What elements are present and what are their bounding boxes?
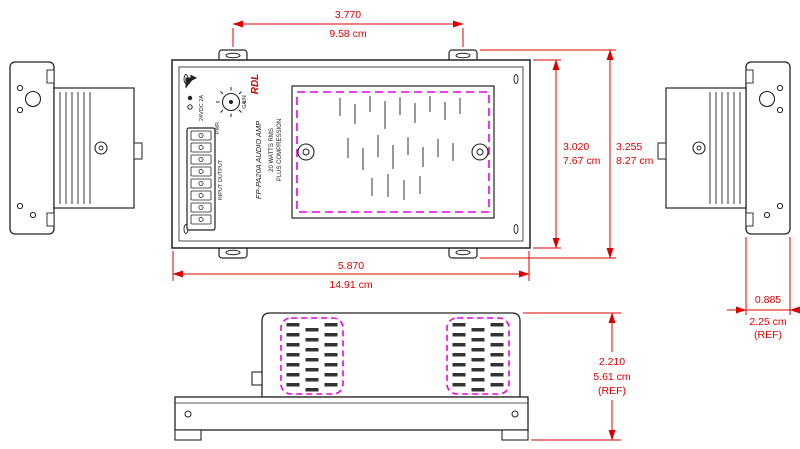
base-screw xyxy=(184,410,192,418)
side-tab xyxy=(133,142,143,160)
cover-hatching xyxy=(339,96,461,200)
side-tab xyxy=(657,142,667,160)
plate-notch xyxy=(745,212,754,227)
panel-io-label: INPUT OUTPUT xyxy=(218,159,224,200)
plate-hole xyxy=(776,106,784,114)
side-screw xyxy=(94,141,108,155)
tab-slot xyxy=(455,52,471,59)
cover-screw xyxy=(471,143,489,161)
panel-gain-label: GAIN xyxy=(242,95,248,108)
panel-pwr-label: PWR xyxy=(215,122,221,134)
status-led xyxy=(187,104,193,110)
model-label: FP-PA20A AUDIO AMP xyxy=(254,121,263,199)
plate-notch xyxy=(46,69,55,84)
cover-screw xyxy=(297,143,315,161)
dim-bracket-depth-in: 0.885 xyxy=(755,294,781,306)
base-screw xyxy=(511,410,519,418)
right-end-view xyxy=(657,61,791,235)
heatsink-fins xyxy=(59,92,91,204)
spec-line-1: 20 WATTS RMS xyxy=(269,128,275,172)
dim-tab-spacing-in: 3.770 xyxy=(335,9,361,21)
plate-hole xyxy=(29,211,37,219)
connector-nub xyxy=(251,371,263,386)
dimension-bracket-depth xyxy=(727,237,800,315)
foot xyxy=(174,429,202,441)
dim-overall-height-cm: 8.27 cm xyxy=(616,155,654,167)
dim-tab-spacing-cm: 9.58 cm xyxy=(329,28,367,40)
foot xyxy=(501,429,529,441)
left-end-view xyxy=(9,61,143,235)
plate-hole xyxy=(763,211,771,219)
brand-logo: RDL xyxy=(250,74,261,95)
plate-hole-large xyxy=(24,90,42,108)
vent-outline xyxy=(446,317,510,395)
heatsink-fins xyxy=(709,92,741,204)
tab-slot xyxy=(455,249,471,256)
dim-bracket-depth-ref: (REF) xyxy=(754,329,782,341)
power-led xyxy=(187,95,193,101)
plate-hole xyxy=(16,84,24,92)
mounting-tabs xyxy=(218,49,478,259)
cover-plate xyxy=(291,85,495,219)
top-view: 24VDC 2A PWR GAIN INPUT OUTPUT RDL FP-PA… xyxy=(171,49,531,259)
dimension-tab-spacing xyxy=(232,20,464,47)
plate-hole xyxy=(776,84,784,92)
spec-line-2: PLUS COMPRESSION xyxy=(277,119,283,181)
dim-bracket-depth-cm: 2.25 cm xyxy=(749,316,787,328)
plate-hole xyxy=(16,106,24,114)
dim-overall-height-in: 3.255 xyxy=(616,141,642,153)
edge-slot xyxy=(513,74,519,84)
mounting-plate xyxy=(745,61,791,235)
panel-power-label: 24VDC 2A xyxy=(199,95,205,121)
dimension-overall-height xyxy=(480,49,616,259)
plate-notch xyxy=(745,69,754,84)
chassis-inner-edge xyxy=(178,66,524,242)
chassis-profile xyxy=(665,87,747,209)
tab-slot xyxy=(225,52,241,59)
dimension-chassis-height xyxy=(533,59,561,249)
dim-chassis-height-cm: 7.67 cm xyxy=(563,155,601,167)
dim-overall-width-in: 5.870 xyxy=(338,260,364,272)
dimension-front-height xyxy=(523,312,621,441)
dimension-overall-width xyxy=(172,251,530,281)
gasket-outline xyxy=(296,91,490,213)
dim-overall-width-cm: 14.91 cm xyxy=(329,279,372,291)
plate-notch xyxy=(46,212,55,227)
dim-front-height-cm: 5.61 cm xyxy=(593,371,631,383)
chassis-profile xyxy=(53,87,135,209)
vent-outline xyxy=(280,317,344,395)
plate-hole-large xyxy=(758,90,776,108)
dim-chassis-height-in: 3.020 xyxy=(563,141,589,153)
dim-front-height-in: 2.210 xyxy=(599,356,625,368)
vent-group-left xyxy=(280,317,344,395)
plate-hole xyxy=(776,202,784,210)
vent-group-right xyxy=(446,317,510,395)
dim-front-height-ref: (REF) xyxy=(598,385,626,397)
front-panel: 24VDC 2A PWR GAIN INPUT OUTPUT RDL FP-PA… xyxy=(185,74,283,231)
plate-hole xyxy=(16,202,24,210)
orientation-arrow-icon xyxy=(185,74,198,88)
front-elevation-view xyxy=(174,312,529,441)
cover-front xyxy=(261,312,521,398)
tab-slot xyxy=(225,249,241,256)
side-screw xyxy=(692,141,706,155)
gain-knob xyxy=(216,87,246,117)
base-plate xyxy=(174,396,529,431)
edge-slot xyxy=(513,224,519,234)
mounting-plate xyxy=(9,61,55,235)
